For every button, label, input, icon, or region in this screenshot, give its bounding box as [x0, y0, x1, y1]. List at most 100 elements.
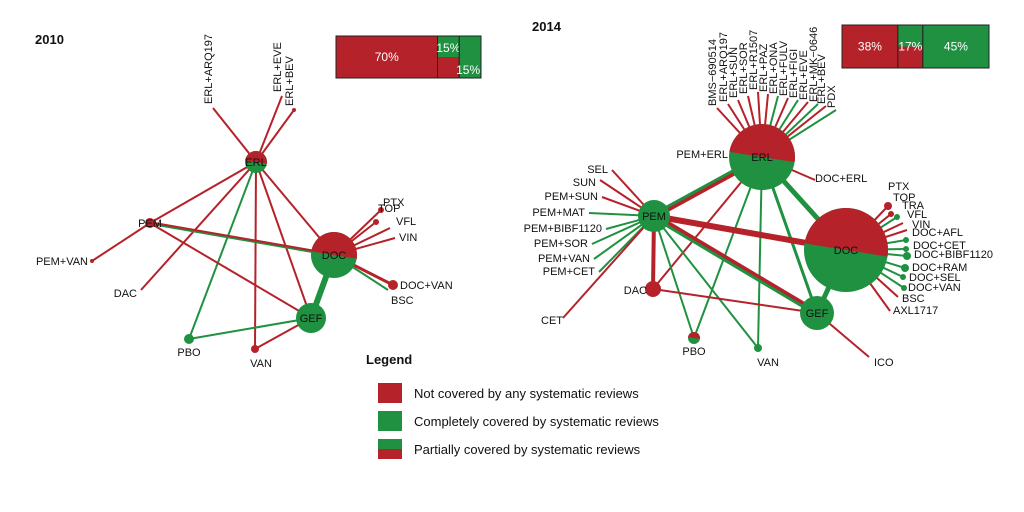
- n2014-node-doc-van: [901, 285, 907, 291]
- n2014-node-erl: [729, 124, 795, 190]
- n2010-label-vfl: VFL: [396, 216, 416, 228]
- n2014-label-vfl: VFL: [907, 209, 927, 221]
- n2010-edge-erl-dac: [140, 161, 257, 291]
- n2014-node-doc-ram: [901, 264, 909, 272]
- n2010-edge-pem-pem-van: [91, 222, 151, 262]
- n2014-edge-pem-pbo: [653, 215, 695, 339]
- n2014-node-doc-sel: [900, 274, 906, 280]
- n2010-edge-erl-gef: [255, 161, 312, 319]
- bar-label-not: 38%: [858, 40, 882, 54]
- n2014-node-doc-bibf1120: [903, 252, 911, 260]
- n2014-label-axl1717: AXL1717: [893, 305, 938, 317]
- n2014-label-tra: TRA: [902, 200, 925, 212]
- legend-label: Partially covered by systematic reviews: [414, 442, 641, 457]
- n2010-edge-erl-pem: [149, 161, 257, 224]
- n2014-label-pem-erl: PEM+ERL: [676, 149, 728, 161]
- n2010-label-top: TOP: [378, 203, 400, 215]
- n2014-node-doc-afl: [903, 237, 909, 243]
- n2014-label-doc-bibf1120: DOC+BIBF1120: [914, 249, 993, 261]
- n2014-node-pem: [638, 200, 670, 232]
- n2014-label-erl-fulv: ERL+FULV: [778, 40, 790, 96]
- n2014-label-gef: GEF: [806, 308, 829, 320]
- n2010-label-vin: VIN: [399, 232, 417, 244]
- n2010-label-erl-bev: ERL+BEV: [284, 56, 296, 106]
- n2010-label-pbo: PBO: [177, 347, 201, 359]
- n2014-label-erl-paz: ERL+PAZ: [758, 43, 770, 92]
- n2014-label-sel: SEL: [587, 164, 608, 176]
- n2014-node-doc-cet: [903, 246, 909, 252]
- n2014-label-pem-sor: PEM+SOR: [534, 238, 588, 250]
- n2014-node-van: [754, 344, 762, 352]
- n2014-label-pem: PEM: [642, 211, 666, 223]
- n2014-label-bms-690514: BMS−690514: [707, 39, 719, 106]
- n2014-label-ico: ICO: [874, 357, 894, 369]
- coverage-bar-2010: 70%15%15%: [335, 35, 482, 79]
- n2010-node-pbo: [184, 334, 194, 344]
- n2010-node-erl-bev: [292, 108, 296, 112]
- bar-label-complete: 15%: [456, 63, 480, 77]
- n2010-label-doc-van: DOC+VAN: [400, 280, 453, 292]
- n2014-label-pem-cet: PEM+CET: [543, 266, 596, 278]
- n2014-label-erl-ona: ERL+ONA: [768, 42, 780, 94]
- legend-swatch: [378, 383, 402, 403]
- n2010-node-ptx: [378, 207, 384, 213]
- n2010-label-gef: GEF: [300, 313, 323, 325]
- n2014-node-gef: [800, 296, 834, 330]
- n2014-label-doc-cet: DOC+CET: [913, 240, 966, 252]
- n2014-label-doc-erl: DOC+ERL: [815, 173, 867, 185]
- bar-segment-not: 38%: [841, 24, 899, 69]
- n2014-label-top: TOP: [893, 192, 915, 204]
- n2010-edge-erl-erl-arq197: [212, 107, 257, 163]
- n2014-node-ptx: [884, 202, 892, 210]
- n2014-label-doc-sel: DOC+SEL: [909, 272, 961, 284]
- legend-swatch: [378, 411, 402, 431]
- legend-label: Completely covered by systematic reviews: [414, 414, 659, 429]
- n2014-label-doc-ram: DOC+RAM: [912, 262, 967, 274]
- n2014-label-doc: DOC: [834, 245, 859, 257]
- n2014-label-doc-van: DOC+VAN: [908, 282, 961, 294]
- n2014-edge-pem-gef: [652, 213, 819, 316]
- bar-label-partial: 17%: [898, 40, 922, 54]
- n2014-label-dac: DAC: [624, 285, 647, 297]
- bar-label-partial: 15%: [436, 41, 460, 55]
- n2014-edge-gef-dac: [652, 288, 818, 314]
- n2010-edge-pem-doc: [149, 221, 335, 257]
- n2014-label-ptx: PTX: [888, 181, 910, 193]
- legend-item-not: Not covered by any systematic reviews: [378, 383, 639, 403]
- n2014-edge-pem-cet: [562, 215, 655, 319]
- n2014-node-dac: [645, 281, 661, 297]
- n2014-label-vin: VIN: [912, 219, 930, 231]
- n2014-node-doc: [804, 208, 888, 292]
- n2010-nodes: [90, 108, 398, 353]
- n2010-edge-pem-gef: [149, 222, 312, 319]
- n2014-label-erl-sun: ERL+SUN: [728, 47, 740, 98]
- n2010-edge-gef-pbo: [188, 317, 312, 340]
- n2014-label-erl: ERL: [751, 152, 772, 164]
- n2014-label-pbo: PBO: [682, 346, 706, 358]
- n2014-label-bsc: BSC: [902, 293, 925, 305]
- n2010-label-van: VAN: [250, 358, 272, 370]
- n2014-label-erl-bev: ERL+BEV: [816, 54, 828, 104]
- n2010-label-bsc: BSC: [391, 295, 414, 307]
- n2014-label-sun: SUN: [573, 177, 596, 189]
- n2010-node-van: [251, 345, 259, 353]
- coverage-bar-2014: 38% 17%45%: [841, 24, 990, 69]
- n2010-label-ptx: PTX: [383, 197, 405, 209]
- bar-segment-complete: 45%: [922, 24, 990, 69]
- n2014-label-pem-sun: PEM+SUN: [545, 191, 599, 203]
- bar-segment-partial: 17%: [897, 24, 924, 69]
- n2014-node-top: [888, 211, 894, 217]
- n2014-nodes: [638, 124, 911, 352]
- n2014-label-pem-mat: PEM+MAT: [532, 207, 585, 219]
- bar-segment-complete: 15%: [456, 35, 482, 79]
- legend-title: Legend: [366, 352, 412, 367]
- n2014-label-pem-bibf1120: PEM+BIBF1120: [524, 223, 602, 235]
- n2010-edge-erl-pbo: [188, 161, 257, 340]
- panel-2010-title: 2010: [35, 32, 64, 47]
- n2014-label-doc-afl: DOC+AFL: [912, 227, 963, 239]
- n2014-label-pem-van: PEM+VAN: [538, 253, 590, 265]
- n2014-label-erl-mk-0646: ERL+MK−0646: [808, 27, 820, 102]
- n2010-node-top: [373, 219, 379, 225]
